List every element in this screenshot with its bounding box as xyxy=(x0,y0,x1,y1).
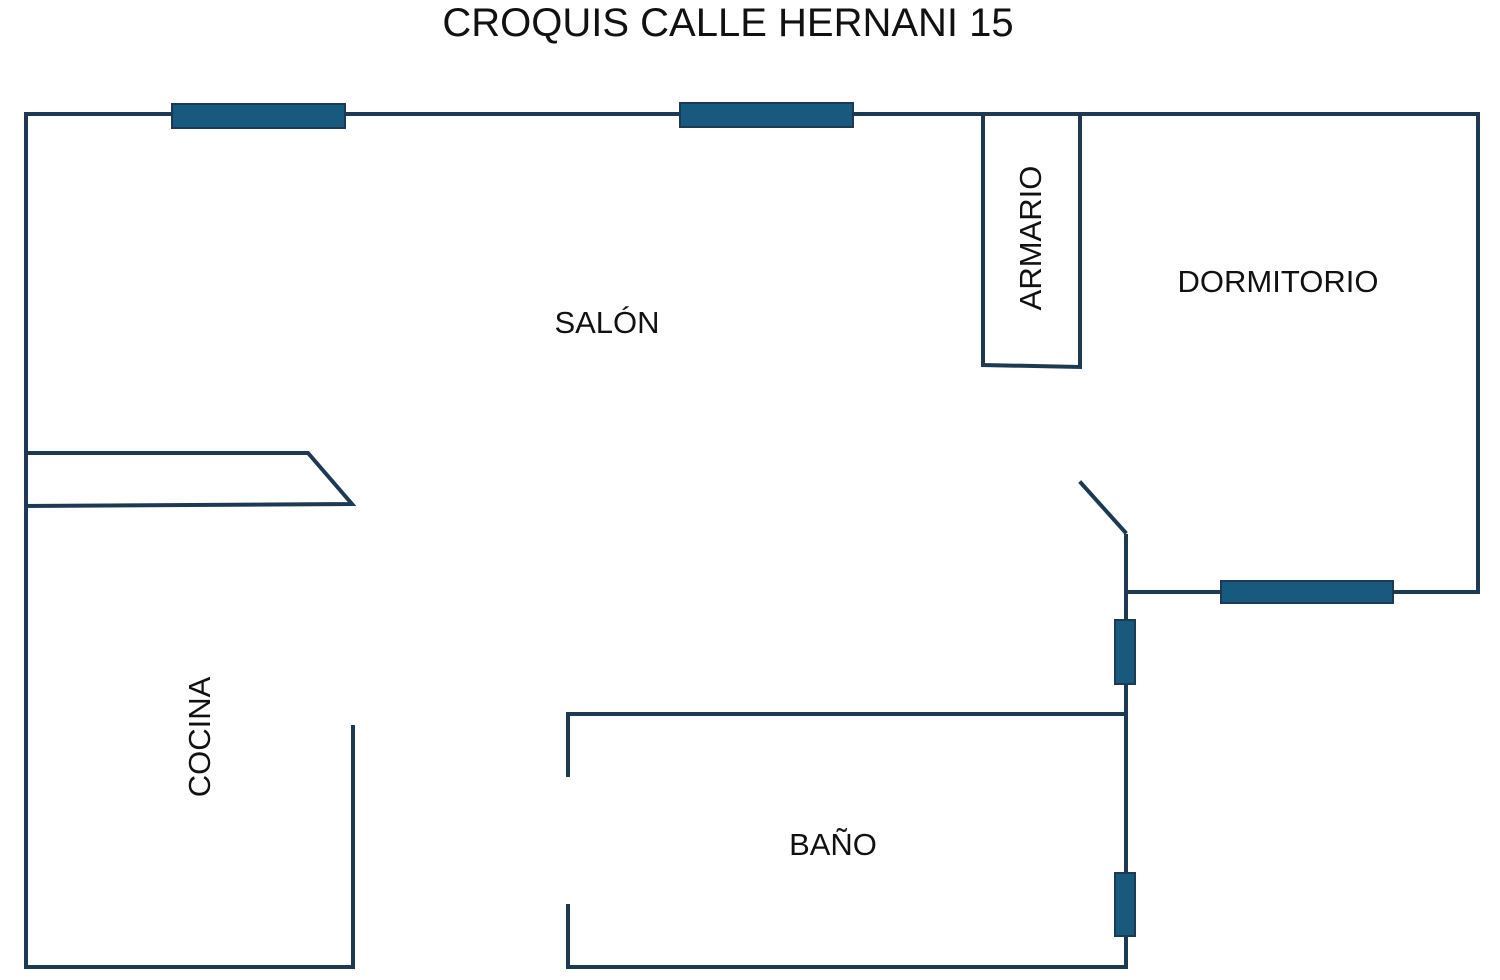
room-label-bano: BAÑO xyxy=(789,827,877,862)
wardrobe-outline xyxy=(981,112,1082,370)
window-top-center xyxy=(679,102,854,128)
walls xyxy=(23,112,1480,969)
bedroom-door xyxy=(1078,480,1128,535)
room-label-salon: SALÓN xyxy=(554,305,659,340)
window-side-upper xyxy=(1114,619,1136,685)
plan-title: CROQUIS CALLE HERNANI 15 xyxy=(442,1,1013,45)
room-labels: SALÓN DORMITORIO ARMARIO COCINA BAÑO xyxy=(182,166,1378,862)
window-bedroom xyxy=(1220,580,1394,604)
window-top-left xyxy=(171,103,346,129)
room-label-cocina: COCINA xyxy=(182,676,217,797)
room-label-dormitorio: DORMITORIO xyxy=(1178,264,1379,299)
windows xyxy=(171,102,1394,937)
kitchen-counter xyxy=(23,451,357,509)
window-side-bathroom xyxy=(1114,872,1136,937)
room-label-armario: ARMARIO xyxy=(1013,166,1048,311)
